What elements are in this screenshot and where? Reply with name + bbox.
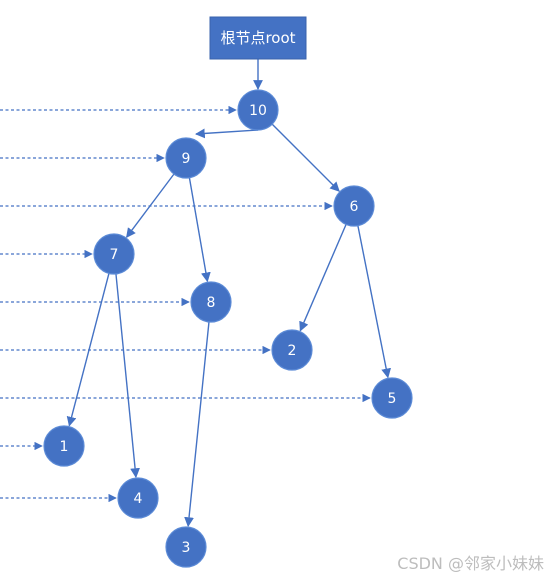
edge-n7-n1 [66,273,110,427]
edge-layer [66,59,392,528]
edge-n10-n9 [195,128,259,139]
tree-node-8: 8 [190,281,232,323]
node-circle [117,477,159,519]
tree-node-1: 1 [43,425,85,467]
node-label: 2 [288,343,297,359]
edge-n6-n2 [299,224,347,332]
node-circle [237,89,279,131]
node-label: 4 [134,491,143,507]
tree-node-10: 10 [237,89,279,131]
node-circle [93,233,135,275]
edge-n7-n4 [115,273,140,479]
node-circle [43,425,85,467]
tree-node-6: 6 [333,185,375,227]
node-circle [190,281,232,323]
node-circle [165,137,207,179]
edge-n6-n5 [357,225,392,379]
node-label: 5 [388,391,397,407]
tree-node-9: 9 [165,137,207,179]
node-label: 6 [350,199,359,215]
node-label: 1 [60,439,69,455]
dashed-pointer-layer [0,105,371,503]
node-label: 7 [110,247,119,263]
node-label: 10 [249,103,267,119]
tree-node-4: 4 [117,477,159,519]
watermark: CSDN @邻家小妹妹 [397,554,544,573]
node-label: 3 [182,540,191,556]
node-circle [371,377,413,419]
tree-node-3: 3 [165,526,207,568]
tree-node-2: 2 [271,329,313,371]
edge-n10-n6 [271,123,340,192]
edge-n9-n8 [188,177,211,283]
tree-node-7: 7 [93,233,135,275]
root-label: 根节点root [220,29,295,47]
edge-n9-n7 [126,173,175,238]
node-label: 8 [207,295,216,311]
tree-node-5: 5 [371,377,413,419]
node-circle [333,185,375,227]
node-layer: 10 9 6 7 8 2 5 1 4 3 [43,89,413,568]
root-box: 根节点root [209,16,307,60]
node-circle [271,329,313,371]
edge-n8-n3 [184,321,210,528]
node-label: 9 [182,151,191,167]
node-circle [165,526,207,568]
